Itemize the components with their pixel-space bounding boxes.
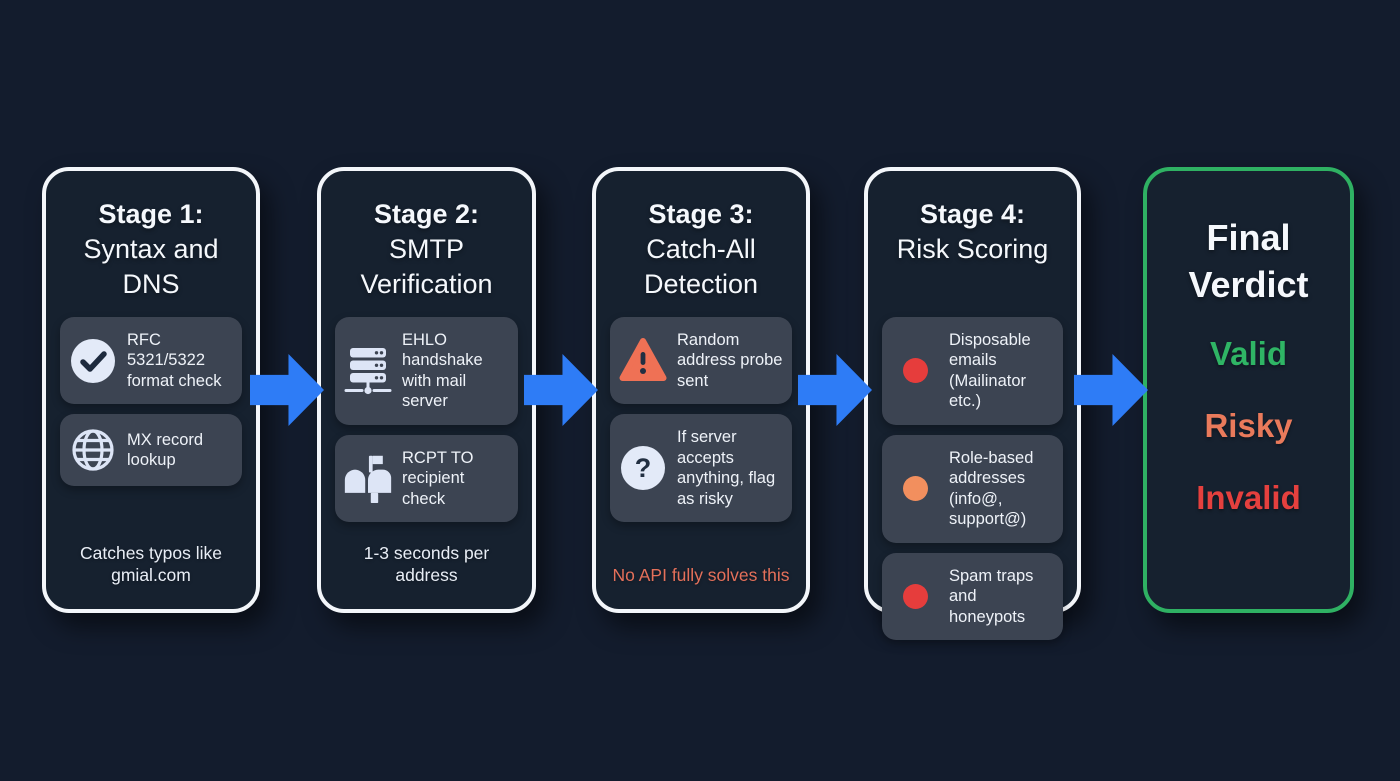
stage-1-title-bold: Stage 1: bbox=[98, 199, 204, 229]
stage-4-item-role-based: Role-based addresses (info@, support@) bbox=[882, 434, 1063, 543]
item-label: EHLO handshake with mail server bbox=[402, 331, 483, 411]
item-label: Disposable emails (Mailinator etc.) bbox=[949, 331, 1031, 411]
stage-2-note: 1-3 seconds per address bbox=[363, 543, 490, 586]
item-label: RFC 5321/5322 format check bbox=[127, 331, 222, 390]
item-label: Spam traps and honeypots bbox=[949, 566, 1034, 626]
stage-4-item-spam-traps: Spam traps and honeypots bbox=[882, 552, 1063, 640]
stage-1-items: RFC 5321/5322 format check MX record loo… bbox=[60, 317, 242, 487]
stage-4-title: Stage 4: Risk Scoring bbox=[882, 197, 1063, 317]
stage-2-item-ehlo: EHLO handshake with mail server bbox=[335, 317, 518, 425]
stage-4-items: Disposable emails (Mailinator etc.) Role… bbox=[882, 317, 1063, 640]
red-dot-icon bbox=[890, 358, 940, 384]
stage-4-title-bold: Stage 4: bbox=[919, 199, 1026, 229]
verdict-valid: Valid bbox=[1209, 334, 1288, 372]
stage-4-item-disposable: Disposable emails (Mailinator etc.) bbox=[882, 317, 1063, 425]
stage-3-title: Stage 3: Catch-All Detection bbox=[610, 197, 792, 317]
stage-3-title-bold: Stage 3: bbox=[648, 199, 754, 229]
stage-2-title-bold: Stage 2: bbox=[373, 199, 480, 229]
stage-3-title-rest: Catch-All Detection bbox=[643, 234, 759, 300]
item-label: If server accepts anything, flag as risk… bbox=[677, 428, 776, 508]
arrow-right-icon bbox=[250, 354, 324, 426]
stage-2-title: Stage 2: SMTP Verification bbox=[335, 197, 518, 317]
server-icon bbox=[343, 345, 393, 397]
stage-1-title: Stage 1: Syntax and DNS bbox=[60, 197, 242, 317]
mailbox-icon bbox=[343, 452, 393, 504]
stage-1-card: Stage 1: Syntax and DNS RFC 5321/5322 fo… bbox=[42, 167, 260, 613]
check-circle-icon bbox=[68, 338, 118, 384]
stage-4-title-rest: Risk Scoring bbox=[896, 234, 1049, 265]
stage-2-card: Stage 2: SMTP Verification bbox=[317, 167, 536, 613]
stage-2-item-rcpt: RCPT TO recipient check bbox=[335, 434, 518, 523]
item-label: MX record lookup bbox=[127, 430, 204, 470]
question-circle-icon: ? bbox=[618, 445, 668, 491]
verdict-risky: Risky bbox=[1204, 406, 1293, 444]
stage-1-item-format-check: RFC 5321/5322 format check bbox=[60, 317, 242, 405]
stage-1-item-mx-lookup: MX record lookup bbox=[60, 414, 242, 487]
arrow-right-icon bbox=[1074, 354, 1148, 426]
globe-icon bbox=[68, 427, 118, 473]
final-verdict-title: Final Verdict bbox=[1188, 217, 1309, 305]
item-label: Random address probe sent bbox=[677, 331, 783, 390]
svg-text:?: ? bbox=[635, 453, 652, 483]
stage-3-items: Random address probe sent ? If server ac… bbox=[610, 317, 792, 523]
stage-2-title-rest: SMTP Verification bbox=[360, 234, 493, 300]
stage-4-card: Stage 4: Risk Scoring Disposable emails … bbox=[864, 167, 1081, 640]
item-label: Role-based addresses (info@, support@) bbox=[949, 448, 1034, 529]
stage-1-title-rest: Syntax and DNS bbox=[83, 234, 219, 300]
red-dot-icon bbox=[890, 583, 940, 609]
item-label: RCPT TO recipient check bbox=[402, 448, 474, 508]
final-verdict-card: Final Verdict Valid Risky Invalid bbox=[1143, 167, 1354, 613]
stage-3-card: Stage 3: Catch-All Detection Random addr… bbox=[592, 167, 810, 613]
warning-triangle-icon bbox=[618, 337, 668, 384]
verdict-invalid: Invalid bbox=[1196, 478, 1301, 516]
stage-3-item-catchall: ? If server accepts anything, flag as ri… bbox=[610, 414, 792, 523]
stage-3-item-probe: Random address probe sent bbox=[610, 317, 792, 405]
stage-1-note: Catches typos like gmial.com bbox=[79, 543, 222, 586]
stage-2-items: EHLO handshake with mail server RCPT TO … bbox=[335, 317, 518, 523]
orange-dot-icon bbox=[890, 476, 940, 502]
stage-3-note: No API fully solves this bbox=[612, 565, 790, 586]
